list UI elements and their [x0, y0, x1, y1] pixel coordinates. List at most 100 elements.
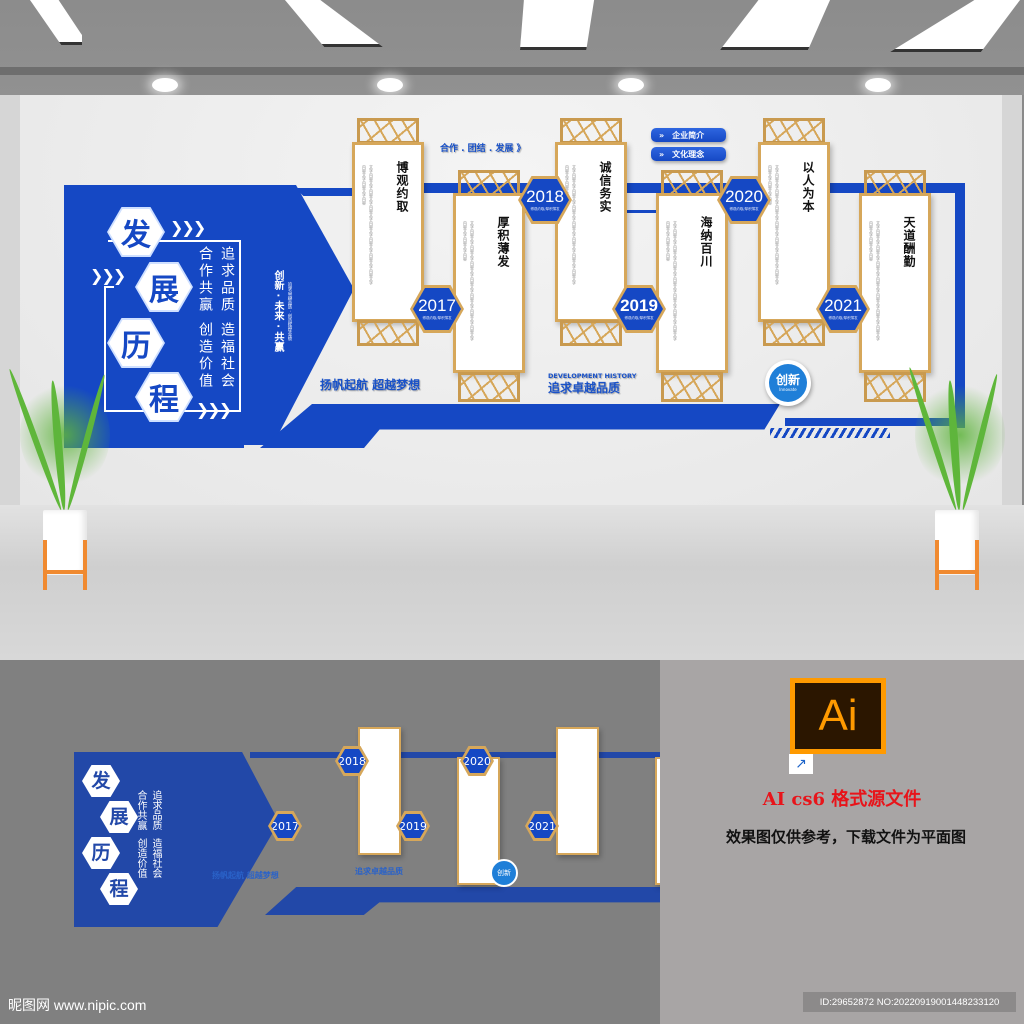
lattice-top [560, 118, 622, 144]
nav-button-label: 企业简介 [672, 130, 705, 140]
motto-frame-left [104, 286, 114, 412]
preview-dev-history: 追求卓越品质 [355, 867, 403, 876]
title-char: 展 [137, 264, 191, 310]
floor-bar [785, 418, 955, 426]
dev-history-cn: 追求卓越品质 [548, 381, 621, 395]
card-body: 文字内容文字内容文字内容文字内容文字内容文字内容文字内容文字内容文字内容文字内容 [869, 221, 881, 341]
preview-motto: 合作共赢 [135, 790, 146, 830]
timeline-card-3: 诚信务实 文字内容文字内容文字内容文字内容文字内容文字内容文字内容文字内容文字内… [555, 142, 627, 322]
preview-title-char: 历 [82, 837, 120, 869]
card-body: 文字内容文字内容文字内容文字内容文字内容文字内容文字内容文字内容文字内容文字内容 [768, 165, 780, 285]
chevron-right-icon: ❯❯❯ [90, 266, 126, 285]
lattice-bottom [458, 372, 520, 402]
preview-innovate: 创新 [490, 859, 518, 887]
card-title: 天道酬勤 [902, 216, 916, 268]
timeline-card-1: 博观约取 文字内容文字内容文字内容文字内容文字内容文字内容文字内容文字内容文字内… [352, 142, 424, 322]
notice-text: 效果图仅供参考，下载文件为平面图 [725, 828, 966, 846]
preview-year-number: 2019 [399, 819, 427, 833]
card-title: 以人为本 [801, 161, 815, 213]
illustrator-app-icon: Ai [790, 678, 886, 754]
card-title: 诚信务实 [598, 161, 612, 213]
circuit-line [955, 183, 965, 428]
motto-text: 造福社会 [219, 322, 235, 390]
shortcut-arrow-icon: ↗ [789, 754, 813, 774]
dev-history-en: DEVELOPMENT HISTORY [548, 372, 637, 380]
lattice-top [357, 118, 419, 144]
preview-title-hexes: 发 展 历 程 [82, 765, 138, 905]
motto-text: 创造价值 [197, 322, 213, 390]
motto-text: 合作共赢 [197, 246, 213, 314]
format-text: AI cs6 格式源文件 [762, 789, 922, 810]
card-body: 文字内容文字内容文字内容文字内容文字内容文字内容文字内容文字内容文字内容文字内容 [565, 165, 577, 285]
year-number: 2017 [418, 296, 456, 315]
image-id-text: ID:29652872 NO:20220919001448233120 [803, 992, 1016, 1012]
card-body: 文字内容文字内容文字内容文字内容文字内容文字内容文字内容文字内容文字内容文字内容 [666, 221, 678, 341]
year-number: 2018 [526, 187, 564, 206]
bottom-slogan: 扬帆起航 超越梦想 [320, 378, 421, 392]
accent-bar [64, 440, 244, 448]
card-body: 文字内容文字内容文字内容文字内容文字内容文字内容文字内容文字内容文字内容文字内容 [463, 221, 475, 341]
side-slogan: 创新 · 未来 · 共赢 [272, 270, 283, 352]
year-number: 2019 [620, 296, 658, 315]
plant-left [6, 360, 120, 590]
preview-title-char: 发 [82, 765, 120, 797]
timeline-card-4: 海纳百川 文字内容文字内容文字内容文字内容文字内容文字内容文字内容文字内容文字内… [656, 193, 728, 373]
side-small-text: 追求卓越品质 · 创造辉煌业绩 [287, 282, 292, 341]
card-body: 文字内容文字内容文字内容文字内容文字内容文字内容文字内容文字内容文字内容文字内容 [362, 165, 374, 285]
year-subtitle: 博观约取/厚积薄发 [729, 207, 759, 211]
top-slogan: 合作 . 团结 . 发展 》 [440, 144, 526, 154]
year-subtitle: 博观约取/厚积薄发 [624, 316, 654, 320]
plant-right [905, 360, 1015, 590]
preview-card [358, 727, 401, 855]
preview-slogan: 扬帆起航 超越梦想 [212, 871, 279, 880]
card-title: 博观约取 [395, 161, 409, 213]
timeline-card-2: 厚积薄发 文字内容文字内容文字内容文字内容文字内容文字内容文字内容文字内容文字内… [453, 193, 525, 373]
preview-year-number: 2020 [463, 754, 491, 768]
preview-motto: 创造价值 [135, 838, 146, 878]
lattice-bottom [661, 372, 723, 402]
year-subtitle: 博观约取/厚积薄发 [828, 316, 858, 320]
year-subtitle: 博观约取/厚积薄发 [530, 207, 560, 211]
innovate-sublabel: Innovate [779, 387, 797, 392]
title-hex-4: 程 [135, 372, 193, 422]
lattice-bottom [357, 320, 419, 346]
spotlight [152, 78, 178, 92]
preview-year-2021: 2021 [525, 811, 559, 841]
double-chevron-icon: » [659, 130, 665, 140]
watermark-text: 昵图网 www.nipic.com [8, 997, 147, 1013]
double-chevron-icon: » [659, 149, 665, 159]
nav-button-label: 文化理念 [672, 149, 705, 159]
title-hex-2: 展 [135, 262, 193, 312]
card-title: 海纳百川 [699, 216, 713, 268]
nav-button-company-profile[interactable]: » 企业简介 [651, 128, 726, 142]
ai-icon-label: Ai [795, 683, 881, 749]
preview-motto: 追求品质 [150, 790, 161, 830]
circuit-line [295, 188, 365, 196]
timeline-card-6: 天道酬勤 文字内容文字内容文字内容文字内容文字内容文字内容文字内容文字内容文字内… [859, 193, 931, 373]
innovate-badge: 创新 Innovate [765, 360, 811, 406]
preview-year-number: 2017 [271, 819, 299, 833]
wall-side-right [1002, 95, 1022, 505]
ceiling-light [520, 0, 595, 50]
title-char: 发 [109, 209, 163, 255]
timeline-card-5: 以人为本 文字内容文字内容文字内容文字内容文字内容文字内容文字内容文字内容文字内… [758, 142, 830, 322]
wall-side-left [0, 95, 20, 505]
chevron-right-icon: ❯❯❯ [196, 400, 232, 419]
preview-card [556, 727, 599, 855]
spotlight [377, 78, 403, 92]
card-title: 厚积薄发 [496, 216, 510, 268]
title-hex-3: 历 [107, 318, 165, 368]
lattice-top [763, 118, 825, 144]
nav-button-culture[interactable]: » 文化理念 [651, 147, 726, 161]
preview-motto: 造福社会 [150, 838, 161, 878]
year-number: 2020 [725, 187, 763, 206]
lattice-bottom [763, 320, 825, 346]
chevron-right-icon: ❯❯❯ [170, 218, 206, 237]
spotlight [618, 78, 644, 92]
footer-bar [0, 980, 660, 1024]
motto-text: 追求品质 [219, 246, 235, 314]
